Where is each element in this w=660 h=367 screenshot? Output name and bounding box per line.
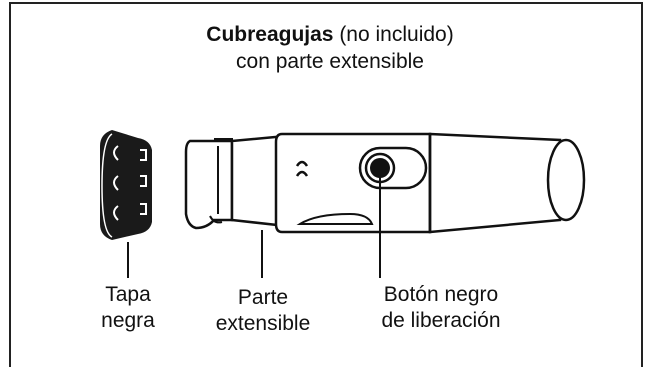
extension-label: Parte extensible bbox=[208, 285, 318, 337]
release-button-label: Botón negro de liberación bbox=[366, 282, 516, 334]
diagram-title: Cubreagujas (no incluido) bbox=[0, 22, 660, 48]
diagram-subtitle: con parte extensible bbox=[236, 50, 424, 73]
cap-label-line-1: Tapa bbox=[105, 283, 151, 306]
black-release-button bbox=[358, 146, 428, 190]
device-body bbox=[274, 132, 586, 234]
cap-label-line-2: negra bbox=[101, 309, 155, 332]
release-label-line-2: de liberación bbox=[381, 309, 501, 332]
cap-label: Tapa negra bbox=[98, 282, 158, 334]
extensible-part bbox=[184, 134, 288, 230]
extension-label-line-2: extensible bbox=[215, 312, 311, 335]
title-rest-text: (no incluido) bbox=[333, 23, 454, 46]
extension-label-line-1: Parte bbox=[237, 286, 289, 309]
title-bold-text: Cubreagujas bbox=[206, 23, 334, 46]
black-cap bbox=[100, 130, 152, 240]
release-label-line-1: Botón negro bbox=[383, 283, 499, 306]
diagram-frame bbox=[9, 2, 643, 367]
